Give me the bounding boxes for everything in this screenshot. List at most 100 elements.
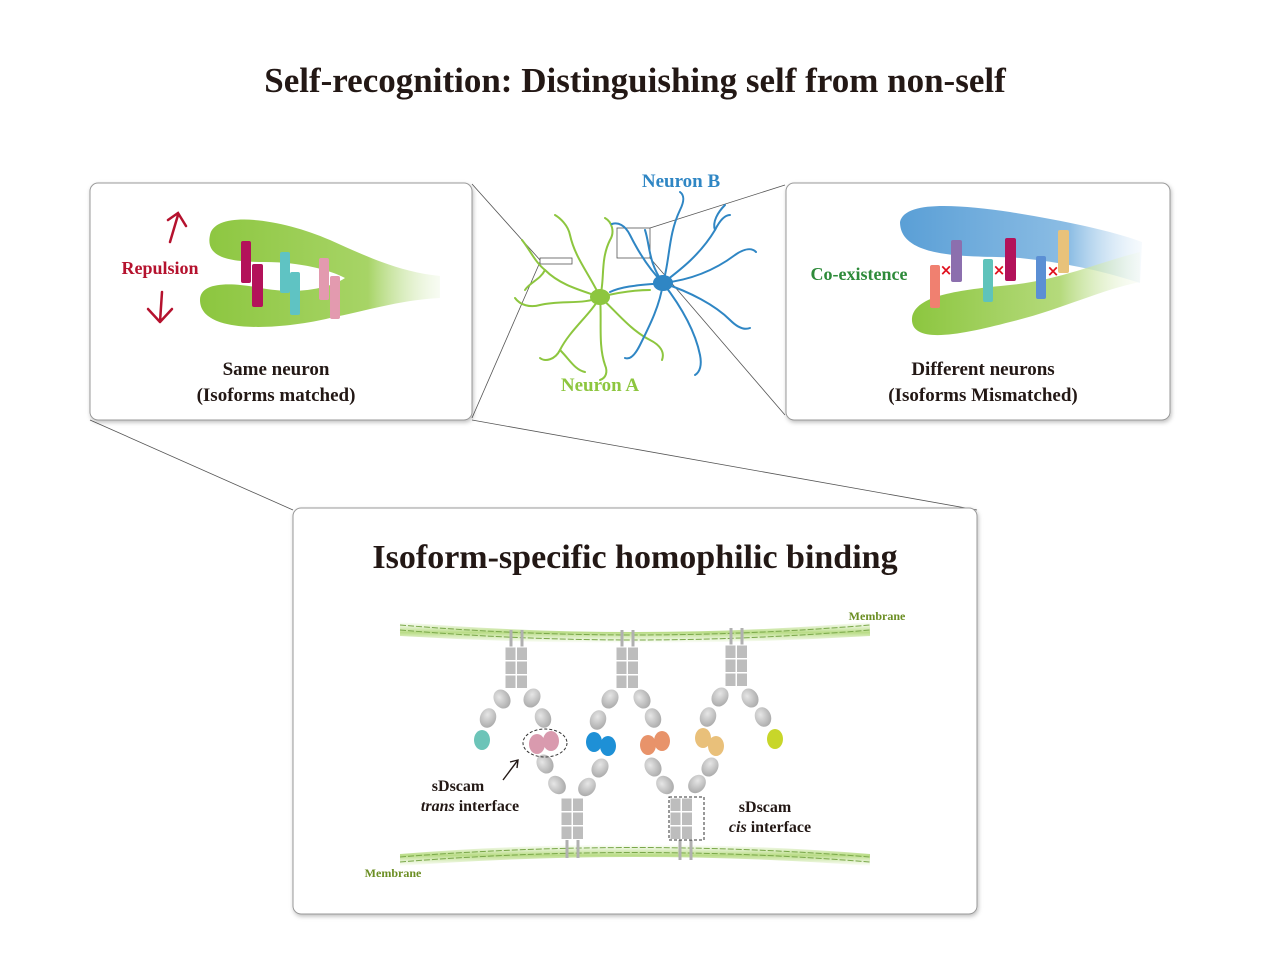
ig-domain	[589, 710, 607, 730]
cis-label-line1: sDscam	[739, 799, 792, 816]
ig-domain	[493, 689, 511, 709]
isoform-bar-magenta	[241, 241, 251, 283]
fn-domain	[504, 674, 517, 689]
mismatch-x-icon: ×	[940, 261, 953, 279]
fn-domain	[669, 811, 682, 826]
ig-domain	[601, 689, 619, 709]
fn-domain	[504, 660, 517, 675]
isoform-bar-salmon	[930, 265, 940, 308]
ig-domain	[711, 687, 729, 707]
left-caption-line1: Same neuron	[223, 359, 330, 380]
fn-domain	[572, 797, 584, 812]
isoform-bar-magenta	[252, 264, 263, 307]
fn-domain	[681, 811, 693, 826]
fn-domain	[516, 674, 528, 689]
ig-domain	[578, 777, 596, 797]
ig-domain	[534, 708, 552, 728]
ig-domain	[536, 754, 554, 774]
fn-domain	[560, 825, 573, 840]
repulsion-label: Repulsion	[121, 258, 198, 278]
repulsion-arrow-up-icon	[166, 211, 188, 244]
fn-domain	[615, 660, 628, 675]
variable-ig-domain	[586, 732, 602, 752]
neuron-b-dendrite-shape	[900, 206, 1142, 283]
isoform-bar-teal	[983, 259, 993, 302]
neuron-a	[514, 214, 664, 381]
variable-ig-domain	[640, 735, 656, 755]
ig-domain-chains	[474, 687, 783, 797]
trans-label-line2: trans interface	[421, 798, 519, 815]
fn-domain	[627, 674, 639, 689]
fn-domain	[724, 672, 737, 687]
fn-domain	[516, 646, 528, 661]
ig-domain	[591, 758, 609, 778]
membrane-top-label: Membrane	[849, 609, 906, 623]
binding-title: Isoform-specific homophilic binding	[372, 539, 897, 576]
variable-ig-domain	[600, 736, 616, 756]
variable-ig-domain	[708, 736, 724, 756]
isoform-bar-blue	[1036, 256, 1046, 299]
isoform-bar-teal	[280, 252, 290, 293]
ig-domain	[548, 775, 566, 795]
ig-domain	[644, 708, 662, 728]
neuron-b-label: Neuron B	[642, 171, 721, 192]
isoform-bar-teal	[290, 272, 300, 315]
fn-domain	[724, 644, 737, 659]
ig-domain	[633, 689, 651, 709]
isoform-bar-pink	[330, 276, 340, 319]
neuron-b	[609, 191, 757, 376]
fn-domain	[627, 646, 639, 661]
left-caption-line2: (Isoforms matched)	[197, 385, 356, 406]
isoform-bar-purple	[951, 240, 962, 282]
panel-different-neurons: × × × Co-existence Different neurons (Is…	[785, 182, 1171, 421]
coexistence-label: Co-existence	[811, 264, 908, 284]
ig-domain	[644, 757, 662, 777]
trans-italic: trans	[421, 798, 455, 815]
trans-interface-outline	[522, 728, 568, 758]
fn-domain	[736, 672, 748, 687]
ig-domain	[479, 708, 497, 728]
trans-pointer-arrow-icon	[502, 759, 519, 781]
mismatch-x-icon: ×	[993, 261, 1006, 279]
ig-domain	[688, 774, 706, 794]
repulsion-arrow-down-icon	[146, 290, 174, 324]
ig-domain	[754, 707, 772, 727]
fn-domain	[560, 811, 573, 826]
isoform-bar-pink	[319, 258, 329, 300]
ig-domain	[701, 757, 719, 777]
fn-domain	[615, 646, 628, 661]
figure-title: Self-recognition: Distinguishing self fr…	[264, 61, 1006, 100]
fn-domain	[504, 646, 517, 661]
fn-domain	[560, 797, 573, 812]
fn-domain	[724, 658, 737, 673]
neuron-a-dendrite-shape	[911, 252, 1140, 336]
fn-domain	[736, 658, 748, 673]
fn-domain	[627, 660, 639, 675]
fn-domain	[516, 660, 528, 675]
cis-label-line2: cis interface	[729, 819, 811, 836]
cis-italic: cis	[729, 819, 747, 836]
ig-domain	[523, 688, 541, 708]
trans-label-line1: sDscam	[432, 778, 485, 795]
panel-homophilic-binding: Isoform-specific homophilic binding Memb…	[292, 507, 978, 915]
panel-same-neuron: Repulsion Same neuron (Isoforms matched)	[89, 182, 473, 421]
ig-domain	[741, 688, 759, 708]
membrane-bottom	[399, 844, 871, 866]
membrane-bottom-label: Membrane	[365, 866, 422, 880]
right-caption-line1: Different neurons	[911, 359, 1054, 380]
mismatch-x-icon: ×	[1047, 262, 1060, 280]
variable-ig-domain	[767, 729, 783, 749]
fn-domain	[736, 644, 748, 659]
neuron-a-label: Neuron A	[561, 375, 640, 396]
fn-domain	[572, 811, 584, 826]
variable-ig-domain	[529, 734, 545, 754]
sdscam-stems	[509, 628, 744, 860]
ig-domain	[699, 707, 717, 727]
right-caption-line2: (Isoforms Mismatched)	[888, 385, 1077, 406]
fn-domain-stacks	[504, 644, 748, 840]
cis-interface-outline	[668, 796, 705, 841]
trans-rest: interface	[455, 798, 519, 815]
isoform-bar-magenta	[1005, 238, 1016, 281]
membrane-top	[399, 622, 871, 643]
